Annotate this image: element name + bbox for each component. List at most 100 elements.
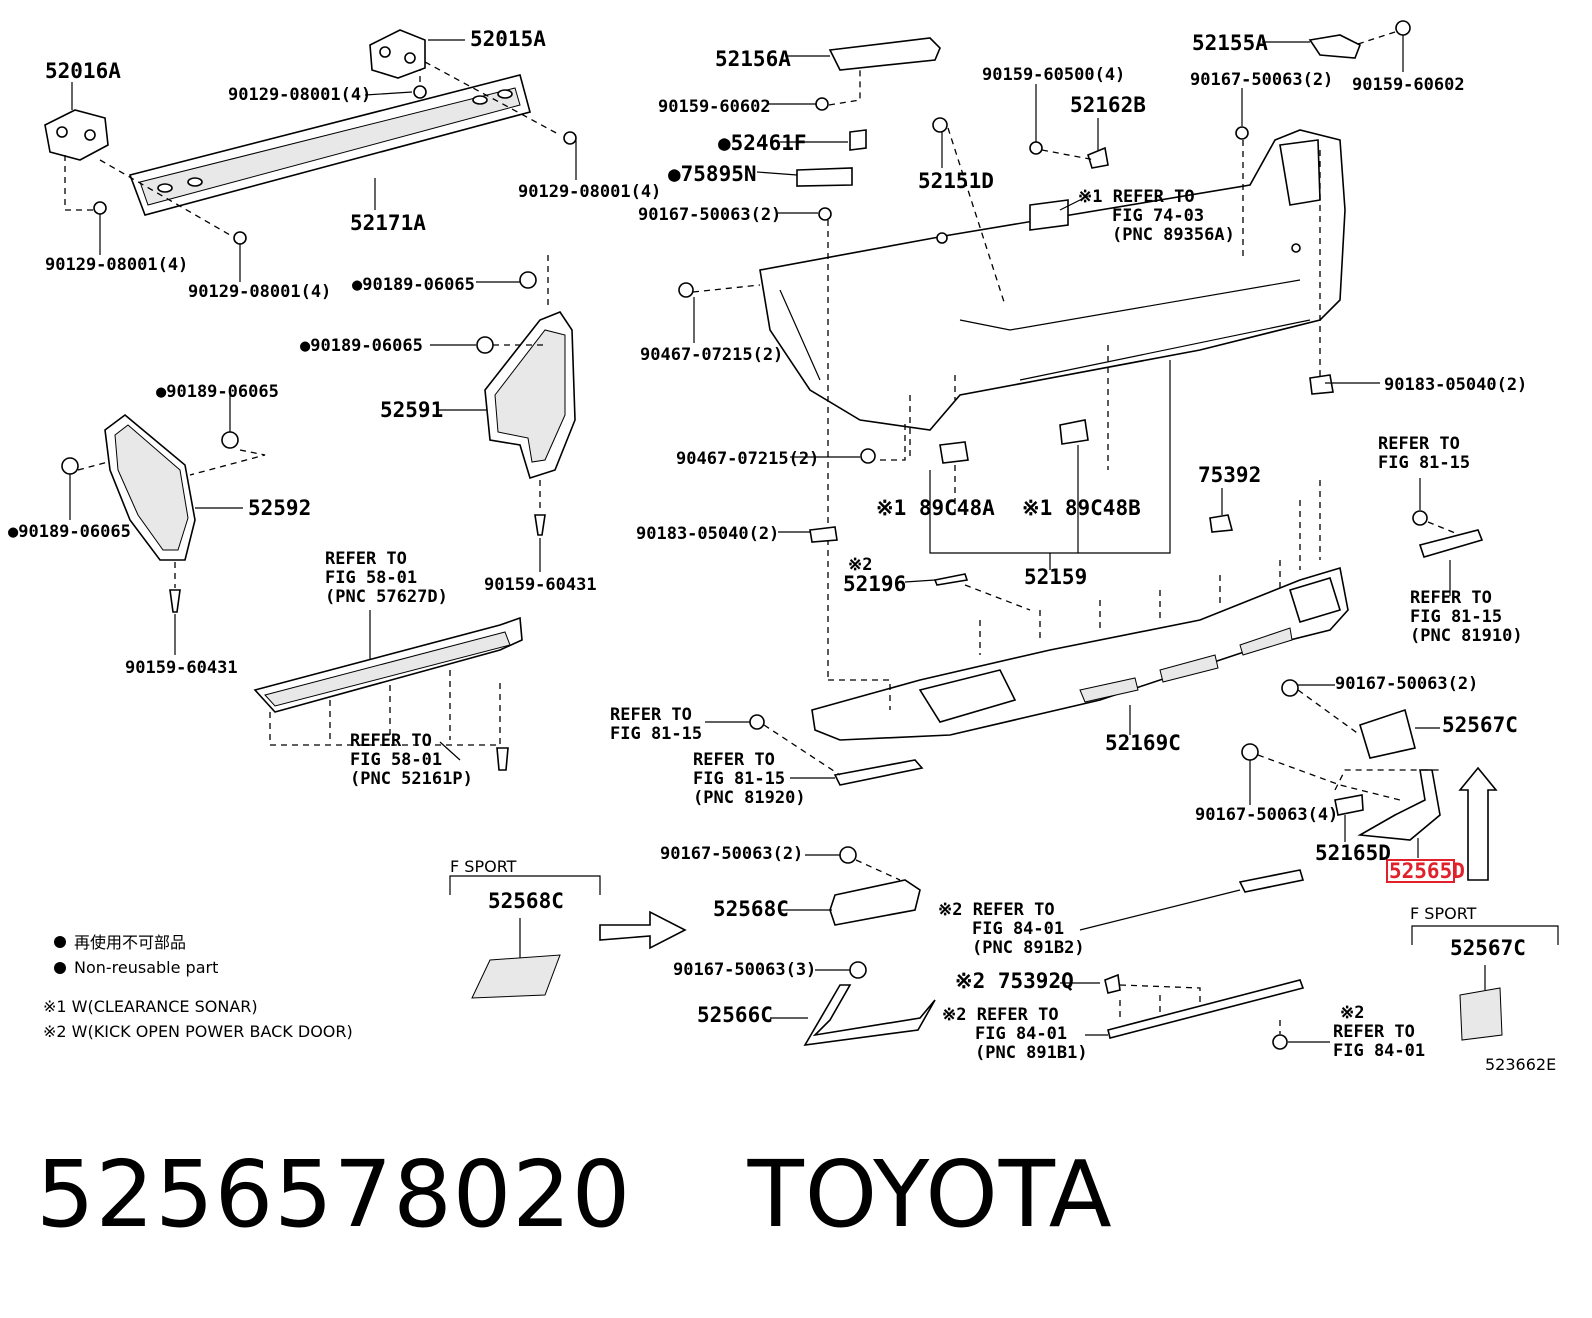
reinforcement-assembly: [44, 29, 577, 282]
label-52592: 52592: [248, 496, 311, 520]
label-52159: 52159: [1024, 565, 1087, 589]
labels: 52016A 52015A 90129-08001(4) 90129-08001…: [8, 27, 1556, 1074]
label-52162B: 52162B: [1070, 93, 1146, 117]
bumper-cover: [678, 20, 1411, 680]
label-refer-8401b-3: (PNC 891B1): [975, 1043, 1088, 1063]
label-refer-8115a-2: FIG 81-15: [610, 724, 702, 744]
label-52151D: 52151D: [918, 169, 994, 193]
label-52165D: 52165D: [1315, 841, 1391, 865]
label-90159-60431-b: 90159-60431: [125, 658, 238, 678]
side-retainers: [61, 255, 576, 655]
label-52156A: 52156A: [715, 47, 791, 71]
label-refer-8115d-1: REFER TO: [1410, 588, 1492, 608]
label-fsport-2: F SPORT: [1410, 904, 1477, 923]
label-refer-5801a-1: REFER TO: [325, 549, 407, 569]
highlight-box: [1386, 859, 1455, 883]
footer-brand: TOYOTA: [747, 1141, 1113, 1248]
label-refer-8115d-3: (PNC 81910): [1410, 626, 1523, 646]
label-75895N: ●75895N: [668, 162, 757, 186]
label-refer-8401a-1: ※2 REFER TO: [938, 900, 1055, 920]
label-90129-b: 90129-08001(4): [518, 182, 661, 202]
label-90189-d: ●90189-06065: [8, 522, 131, 542]
label-90467-b: 90467-07215(2): [676, 449, 819, 469]
note-kick-open-door: ※2 W(KICK OPEN POWER BACK DOOR): [43, 1022, 353, 1041]
legend-dot-en: [54, 962, 66, 974]
label-90167-e: 90167-50063(2): [660, 844, 803, 864]
label-refer-8115b-2: FIG 81-15: [693, 769, 785, 789]
label-refer-5801b-1: REFER TO: [350, 731, 432, 751]
label-90159-60602-a: 90159-60602: [658, 97, 771, 117]
label-75392Q: ※2 75392Q: [955, 969, 1074, 993]
label-90167-c: 90167-50063(2): [1335, 674, 1478, 694]
label-fsport-1: F SPORT: [450, 857, 517, 876]
label-refer-8401a-2: FIG 84-01: [972, 919, 1064, 939]
label-refer-5801b-3: (PNC 52161P): [350, 769, 473, 789]
legend-non-reusable-en: Non-reusable part: [74, 958, 218, 977]
label-refer-7403-1: ※1 REFER TO: [1078, 187, 1195, 207]
label-52568C-b: 52568C: [713, 897, 789, 921]
label-refer-8115c-2: FIG 81-15: [1378, 453, 1470, 473]
note-clearance-sonar: ※1 W(CLEARANCE SONAR): [43, 997, 258, 1016]
label-90183-b: 90183-05040(2): [636, 524, 779, 544]
label-52567C-b: 52567C: [1450, 936, 1526, 960]
label-90467-a: 90467-07215(2): [640, 345, 783, 365]
label-refer-7403-3: (PNC 89356A): [1112, 225, 1235, 245]
footer-part-number: 5256578020: [36, 1141, 632, 1248]
label-90129-d: 90129-08001(4): [188, 282, 331, 302]
step-covers: [253, 610, 523, 771]
label-refer-8115b-3: (PNC 81920): [693, 788, 806, 808]
label-52567C: 52567C: [1442, 713, 1518, 737]
label-52015A: 52015A: [470, 27, 546, 51]
label-refer-5801a-2: FIG 58-01: [325, 568, 417, 588]
label-refer-8401c-1: REFER TO: [1333, 1022, 1415, 1042]
label-52016A: 52016A: [45, 59, 121, 83]
label-90159-60431-a: 90159-60431: [484, 575, 597, 595]
label-refer-8115a-1: REFER TO: [610, 705, 692, 725]
label-52169C: 52169C: [1105, 731, 1181, 755]
label-refer-8401c-0: ※2: [1340, 1003, 1364, 1023]
lower-garnish: [811, 480, 1349, 741]
label-90159-60602-b: 90159-60602: [1352, 75, 1465, 95]
legend-dot-jp: [54, 936, 66, 948]
label-refer-8115d-2: FIG 81-15: [1410, 607, 1502, 627]
label-52196-note: ※2: [848, 555, 872, 575]
label-89C48A: ※1 89C48A: [876, 496, 995, 520]
label-90189-c: ●90189-06065: [156, 382, 279, 402]
label-52171A: 52171A: [350, 211, 426, 235]
label-90183-a: 90183-05040(2): [1384, 375, 1527, 395]
label-refer-7403-2: FIG 74-03: [1112, 206, 1204, 226]
label-refer-8401b-1: ※2 REFER TO: [942, 1005, 1059, 1025]
label-refer-8401c-2: FIG 84-01: [1333, 1041, 1425, 1061]
label-90167-b: 90167-50063(2): [1190, 70, 1333, 90]
label-90129-a: 90129-08001(4): [228, 85, 371, 105]
label-52461F: ●52461F: [718, 131, 807, 155]
label-90167-d: 90167-50063(4): [1195, 805, 1338, 825]
label-refer-8401a-3: (PNC 891B2): [972, 938, 1085, 958]
label-90159-60500: 90159-60500(4): [982, 65, 1125, 85]
label-75392: 75392: [1198, 463, 1261, 487]
sensor-retainers: [778, 345, 1380, 586]
label-refer-8115c-1: REFER TO: [1378, 434, 1460, 454]
reflectors: [705, 478, 1498, 881]
label-refer-5801a-3: (PNC 57627D): [325, 587, 448, 607]
label-90129-c: 90129-08001(4): [45, 255, 188, 275]
label-90167-f: 90167-50063(3): [673, 960, 816, 980]
label-refer-5801b-2: FIG 58-01: [350, 750, 442, 770]
label-90189-b: ●90189-06065: [300, 336, 423, 356]
label-52591: 52591: [380, 398, 443, 422]
label-52568C-a: 52568C: [488, 889, 564, 913]
label-52196: 52196: [843, 572, 906, 596]
diagram-id: 523662E: [1485, 1055, 1556, 1074]
legend-non-reusable-jp: 再使用不可部品: [74, 933, 186, 952]
label-refer-8401b-2: FIG 84-01: [975, 1024, 1067, 1044]
label-refer-8115b-1: REFER TO: [693, 750, 775, 770]
label-52565D-highlighted: 52565D: [1389, 859, 1465, 883]
label-52155A: 52155A: [1192, 31, 1268, 55]
label-89C48B: ※1 89C48B: [1022, 496, 1141, 520]
label-90167-a: 90167-50063(2): [638, 205, 781, 225]
label-52566C: 52566C: [697, 1003, 773, 1027]
fsport-garnish: [449, 846, 1559, 1050]
part-footer: 5256578020 TOYOTA: [36, 1140, 1236, 1250]
label-90189-a: ●90189-06065: [352, 275, 475, 295]
